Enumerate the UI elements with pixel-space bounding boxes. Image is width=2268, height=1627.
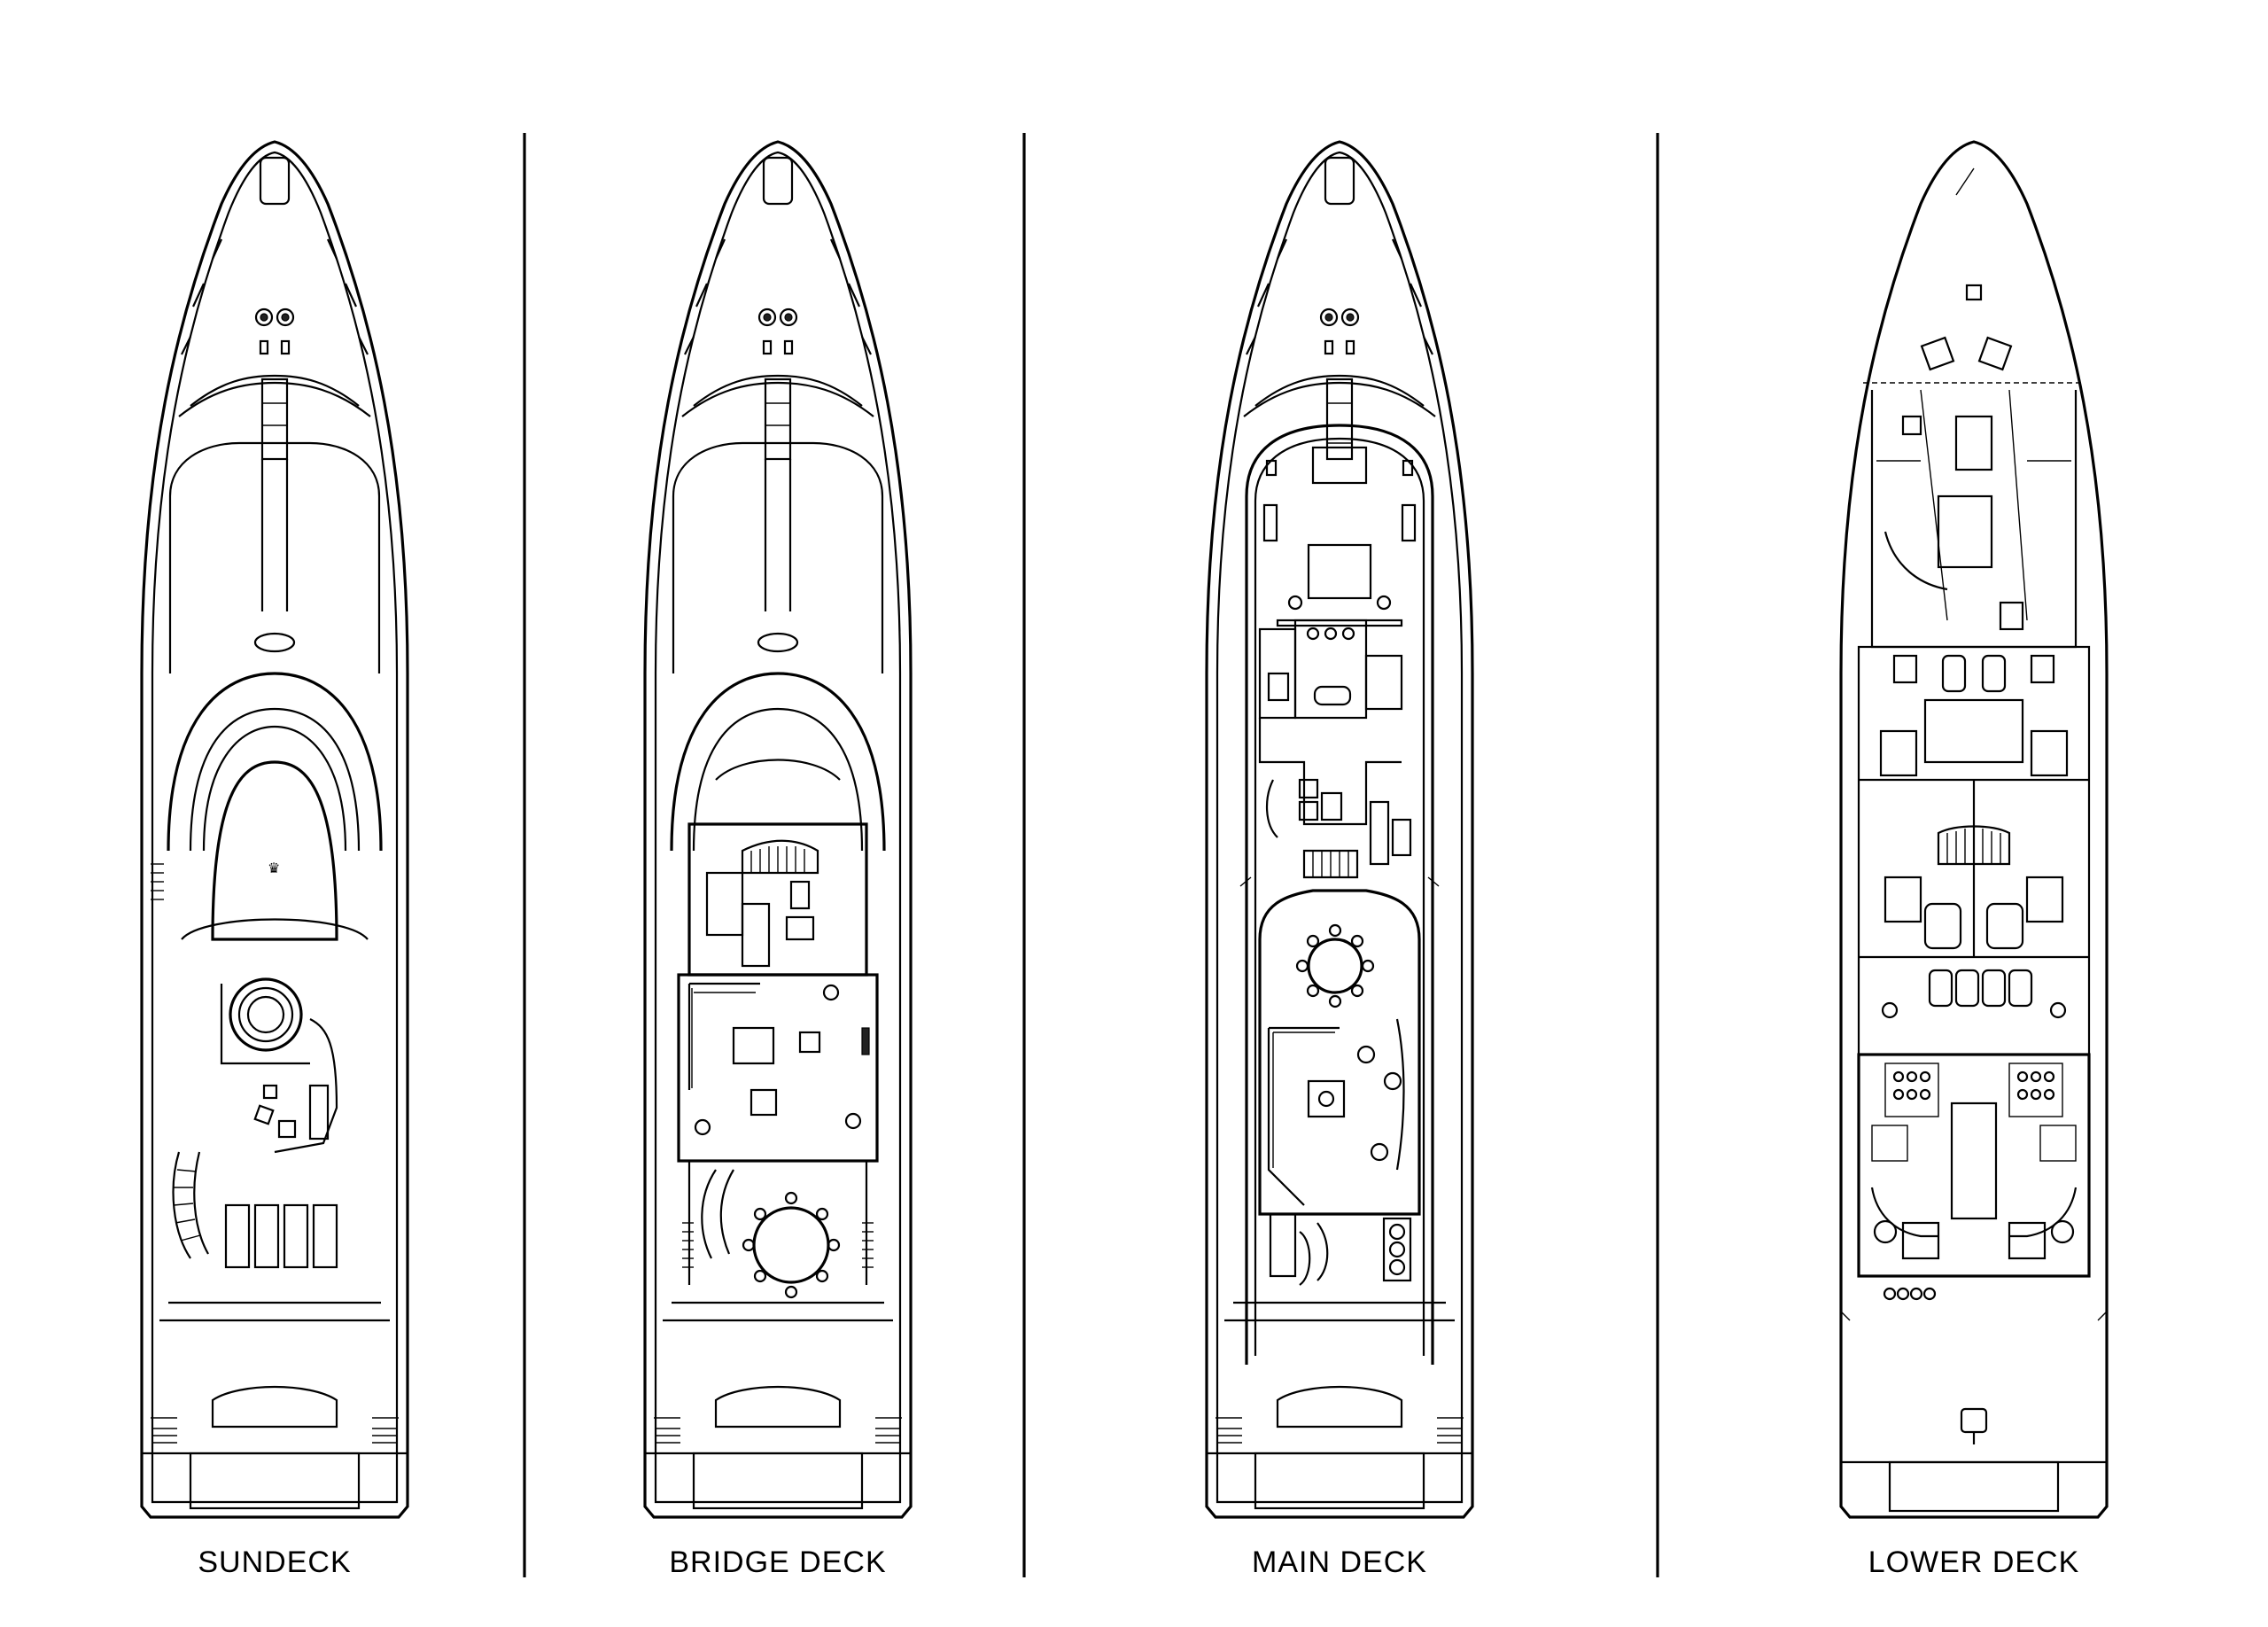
deck-label-sundeck: SUNDECK bbox=[198, 1545, 352, 1579]
sundeck-plan: ♛ bbox=[140, 140, 409, 1519]
main-deck-plan bbox=[1205, 140, 1474, 1519]
deck-label-main-deck: MAIN DECK bbox=[1252, 1545, 1427, 1579]
crown-icon: ♛ bbox=[268, 860, 280, 876]
deck-label-lower-deck: LOWER DECK bbox=[1868, 1545, 2080, 1579]
lower-deck-plan bbox=[1839, 140, 2109, 1519]
deck-label-bridge-deck: BRIDGE DECK bbox=[669, 1545, 887, 1579]
bridge-deck-plan bbox=[643, 140, 913, 1519]
